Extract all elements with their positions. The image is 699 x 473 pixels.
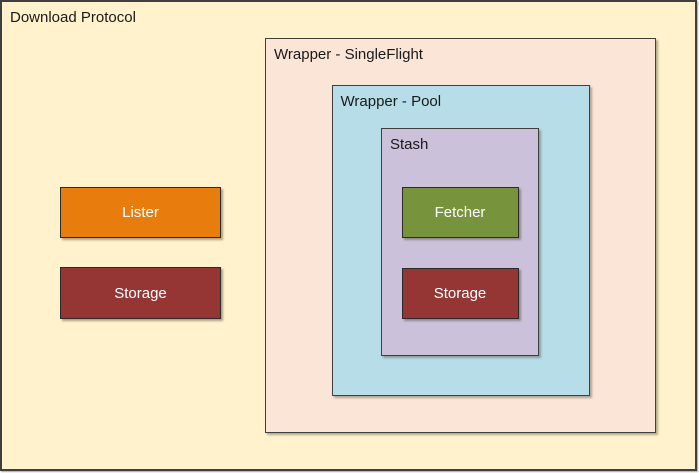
storage-inner-label: Storage — [433, 284, 487, 302]
container-stash: Stash Fetcher Storage — [381, 128, 539, 356]
node-lister: Lister — [60, 187, 221, 238]
lister-label: Lister — [122, 204, 159, 221]
container-wrapper-singleflight: Wrapper - SingleFlight Wrapper - Pool St… — [265, 38, 656, 433]
node-fetcher: Fetcher — [401, 186, 519, 238]
node-storage-left: Storage — [60, 267, 221, 319]
wrapper-singleflight-label: Wrapper - SingleFlight — [274, 46, 423, 63]
download-protocol-label: Download Protocol — [10, 9, 136, 26]
wrapper-pool-label: Wrapper - Pool — [340, 92, 442, 110]
node-storage-inner: Storage — [401, 267, 519, 319]
stash-label: Stash — [390, 136, 429, 153]
container-wrapper-pool: Wrapper - Pool Stash Fetcher Storage — [331, 84, 590, 396]
fetcher-label: Fetcher — [434, 203, 486, 221]
storage-left-label: Storage — [114, 284, 167, 302]
